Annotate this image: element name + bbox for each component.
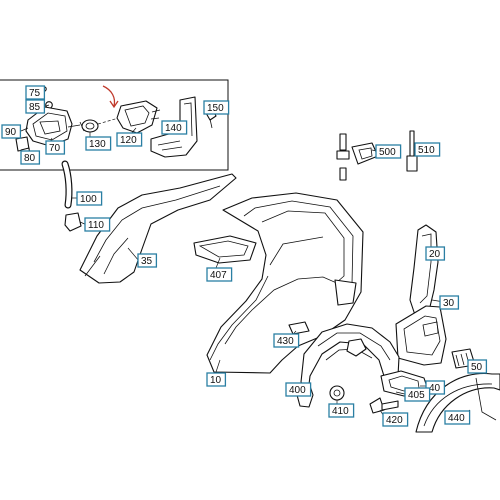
callout-box [328,403,355,418]
callout-box [404,387,431,402]
callout-label: 30 [443,298,455,309]
callout-box [25,85,46,100]
callout-labels: 75 85 90 80 70 130 120 140 150 100 110 35 407 500 510 2… [1,85,488,427]
callout-100: 100 [76,191,103,206]
callout-box [273,333,300,348]
callout-label: 400 [289,385,306,396]
callout-box [137,253,158,268]
callout-label: 405 [408,390,425,401]
callout-30: 30 [439,295,460,310]
arch-trim-440 [415,372,500,433]
inner-panel-20-30 [395,224,447,366]
callout-label: 110 [88,220,104,231]
callout-label: 20 [429,249,441,260]
filler-hose [61,160,73,209]
callout-label: 40 [429,383,441,394]
callout-label: 440 [448,413,465,424]
callout-box [375,144,402,159]
callout-label: 80 [24,153,36,164]
callout-label: 420 [386,415,403,426]
callout-130: 130 [85,136,112,151]
callout-440: 440 [444,410,471,425]
callout-box [425,246,446,261]
callout-label: 50 [471,362,483,373]
callout-70: 70 [45,140,66,155]
callout-box [45,140,66,155]
callout-20: 20 [425,246,446,261]
callout-405: 405 [404,387,431,402]
bracket-407 [193,235,257,264]
callout-420: 420 [382,412,409,427]
callout-85: 85 [25,99,46,114]
nut-410 [329,385,345,401]
callout-40: 40 [425,380,446,395]
callout-box [206,267,233,282]
screw-420 [369,397,399,414]
quarter-panel-inner-35 [79,173,237,284]
callout-box [116,132,143,147]
callout-500: 500 [375,144,402,159]
red-arrow-icon [102,85,119,109]
callout-box [20,150,41,165]
callout-box [25,99,46,114]
callout-box [439,295,460,310]
callout-label: 90 [5,127,17,138]
callout-box [467,359,488,374]
callout-label: 120 [120,135,137,146]
callout-410: 410 [328,403,355,418]
callout-430: 430 [273,333,300,348]
callout-407: 407 [206,267,233,282]
callout-box [414,142,441,157]
callout-35: 35 [137,253,158,268]
callout-50: 50 [467,359,488,374]
callout-label: 85 [29,102,41,113]
callout-110: 110 [84,217,111,232]
callout-box [1,124,22,139]
callout-label: 140 [165,123,182,134]
callout-box [84,217,111,232]
callout-label: 430 [277,336,294,347]
fastener-500 [336,133,379,181]
callout-510: 510 [414,142,441,157]
callout-label: 130 [89,139,106,150]
callout-label: 10 [210,375,222,386]
callout-400: 400 [285,382,312,397]
callout-label: 150 [207,103,224,114]
callout-label: 410 [332,406,349,417]
inset-frame [0,79,229,171]
pad-430 [288,321,310,335]
callout-label: 510 [418,145,435,156]
callout-140: 140 [161,120,188,135]
clip-110 [64,212,82,232]
callout-box [382,412,409,427]
callout-120: 120 [116,132,143,147]
callout-label: 407 [210,270,227,281]
callout-label: 500 [379,147,396,158]
callout-label: 75 [29,88,41,99]
callout-box [444,410,471,425]
callout-box [203,100,230,115]
callout-box [161,120,188,135]
callout-10: 10 [206,372,227,387]
callout-label: 100 [80,194,97,205]
callout-box [206,372,227,387]
quarter-panel-10 [206,192,364,374]
fastener-510 [406,130,418,172]
callout-box [76,191,103,206]
callout-box [85,136,112,151]
callout-label: 70 [49,143,61,154]
callout-box [285,382,312,397]
callout-label: 35 [141,256,153,267]
callout-75: 75 [25,85,46,100]
callout-90: 90 [1,124,22,139]
callout-80: 80 [20,150,41,165]
callout-150: 150 [203,100,230,115]
